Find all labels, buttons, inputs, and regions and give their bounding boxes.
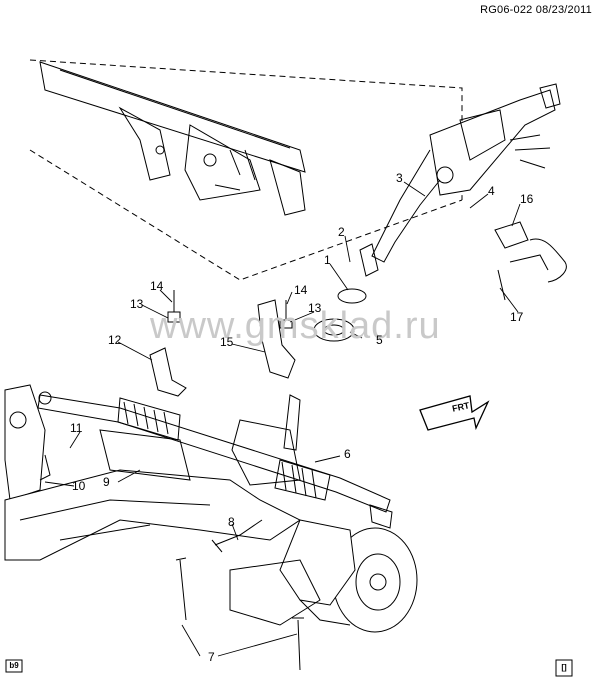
corner-icon-right: []	[561, 663, 567, 672]
callout-16: 16	[520, 192, 534, 206]
front-crossmember	[4, 429, 301, 561]
forward-arrow	[419, 395, 490, 431]
bolt-left	[167, 290, 181, 323]
corner-icon-left-frame	[5, 659, 23, 673]
diagram-code: RG06-022 08/23/2011	[480, 4, 592, 16]
callout-9: 9	[103, 475, 110, 489]
callout-8: 8	[228, 515, 235, 529]
seal-ring	[337, 288, 367, 304]
callout-7: 7	[208, 650, 215, 664]
callout-17: 17	[510, 310, 524, 324]
corner-icon-right-frame	[555, 659, 573, 677]
cross-car-beam	[39, 61, 306, 216]
leader-lines	[44, 181, 521, 657]
callout-6: 6	[344, 447, 351, 461]
callout-5: 5	[376, 333, 383, 347]
long-bolt-right	[292, 617, 304, 671]
callout-1: 1	[324, 253, 331, 267]
watermark: www.gmsklad.ru	[150, 305, 441, 347]
callout-13-right: 13	[308, 301, 322, 315]
bolt-right	[279, 300, 293, 329]
intermediate-shaft-boot	[313, 318, 355, 342]
callout-3: 3	[396, 171, 403, 185]
long-bolt-left	[175, 557, 187, 621]
wiring-bracket	[494, 221, 567, 301]
callout-13-left: 13	[130, 297, 144, 311]
detail-frame-lower	[29, 149, 463, 281]
callout-10: 10	[72, 479, 86, 493]
right-hub-and-rotor	[229, 519, 418, 633]
callout-15: 15	[220, 335, 234, 349]
callout-14-left: 14	[150, 279, 164, 293]
callout-4: 4	[488, 184, 495, 198]
mount-bracket	[149, 347, 187, 397]
callout-2: 2	[338, 225, 345, 239]
callout-14-right: 14	[294, 283, 308, 297]
steering-column	[359, 83, 561, 277]
callout-12: 12	[108, 333, 122, 347]
left-knuckle	[4, 384, 51, 501]
tie-rod-sensor	[211, 519, 263, 553]
corner-icon-left: b9	[9, 661, 19, 670]
callout-11: 11	[70, 421, 83, 435]
detail-frame	[29, 59, 463, 200]
heat-shield	[257, 299, 296, 379]
